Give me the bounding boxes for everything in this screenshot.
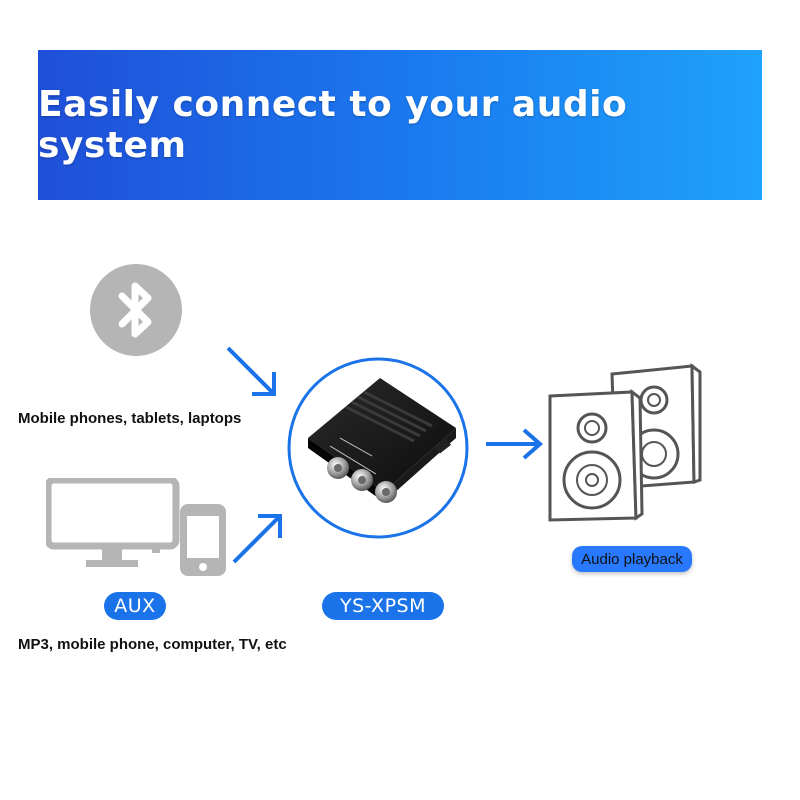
bluetooth-caption: Mobile phones, tablets, laptops [18, 410, 242, 427]
aux-label: AUX [104, 592, 166, 620]
header-banner: Easily connect to your audio system [38, 50, 762, 200]
device-label: YS-XPSM [322, 592, 444, 620]
bluetooth-icon [90, 264, 182, 356]
banner-title: Easily connect to your audio system [38, 84, 628, 166]
speakers-icon [548, 362, 702, 522]
phone-icon [180, 504, 226, 576]
aux-caption: MP3, mobile phone, computer, TV, etc [18, 636, 287, 653]
arrow-icon [232, 514, 282, 564]
arrow-icon [486, 428, 544, 460]
arrow-icon [226, 346, 276, 396]
amplifier-board-image [287, 357, 469, 539]
output-label: Audio playback [572, 546, 692, 572]
monitor-icon [46, 478, 180, 567]
